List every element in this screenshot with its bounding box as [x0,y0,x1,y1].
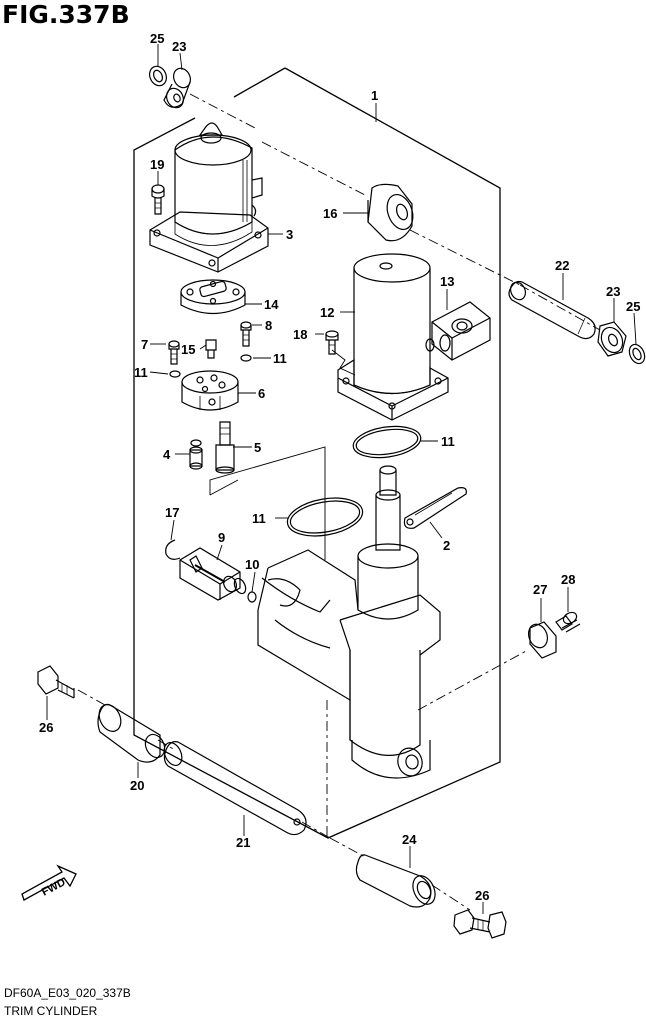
callout-15: 15 [181,342,195,357]
callout-14: 14 [264,297,279,312]
pump-rotor-14 [180,279,246,314]
trim-motor-3 [149,122,269,273]
figure-name: TRIM CYLINDER [4,1004,98,1018]
o-ring-11-left [169,370,181,378]
figure-code: DF60A_E03_020_337B [4,986,131,1000]
bushing-24 [355,854,436,908]
bolt-8 [240,321,252,347]
relief-valve-9 [179,547,241,601]
callout-28: 28 [561,572,575,587]
callout-25-right: 25 [626,299,640,314]
callout-4: 4 [163,447,171,462]
valve-subassembly-boundary [209,349,356,560]
callout-23-right: 23 [606,284,620,299]
bushing-27 [527,621,557,659]
trim-cylinder-body [257,543,441,779]
shaft-21 [163,741,307,836]
callout-13: 13 [440,274,454,289]
callout-24: 24 [402,832,417,847]
callout-8: 8 [265,318,272,333]
callout-11-upper-ring: 11 [441,434,455,449]
plate-2 [403,487,467,529]
bushing-23-top [163,67,191,109]
alignment-lines [77,93,601,911]
callout-7: 7 [141,337,148,352]
callout-labels: 25 23 1 19 16 3 22 13 23 25 14 12 8 18 7… [39,31,640,903]
circlip-17 [165,539,181,560]
callout-27: 27 [533,582,547,597]
callout-19: 19 [150,157,164,172]
o-ring-10 [233,577,247,595]
callout-10: 10 [245,557,259,572]
callout-3: 3 [286,227,293,242]
callout-12: 12 [320,305,334,320]
sleeve-20 [97,703,166,763]
bolt-26-right [453,909,507,939]
callout-17: 17 [165,505,179,520]
check-valve-5 [215,421,235,474]
assembly-boundary [133,67,501,839]
callout-9: 9 [218,530,225,545]
screw-28 [555,611,581,633]
callout-2: 2 [443,538,450,553]
fitting-13 [431,301,491,361]
screw-19 [151,184,165,215]
bushing-23-right [597,321,627,357]
bolt-26-left [37,665,75,699]
reservoir-12 [337,253,449,421]
callout-26-left: 26 [39,720,53,735]
callout-11-lower-ring: 11 [252,511,266,526]
screw-18 [325,330,339,355]
o-ring-11-large-upper [352,425,422,459]
valve-cap-4 [189,439,203,470]
valve-body-6 [181,370,239,411]
valve-15 [205,339,217,359]
callout-23-top: 23 [172,39,186,54]
circlip-25-right [628,343,646,365]
callout-16: 16 [323,206,337,221]
bushing-16 [367,183,414,242]
figure-title: FIG.337B [2,0,130,29]
callout-1: 1 [371,88,378,103]
callout-11-left: 11 [134,365,148,380]
o-ring-11-large-lower [286,497,364,537]
shaft-22 [508,280,596,340]
callout-25-top: 25 [150,31,164,46]
leader-lines [46,44,637,914]
callout-18: 18 [293,327,307,342]
circlip-25-top [149,65,167,87]
callout-21: 21 [236,835,250,850]
callout-5: 5 [254,440,261,455]
bolt-7 [168,340,180,365]
callout-6: 6 [258,386,265,401]
fwd-label: FWD [40,876,68,898]
piston-rod [375,465,401,551]
fwd-direction-arrow: FWD [21,864,77,901]
callout-26-right: 26 [475,888,489,903]
washer-10 [247,591,257,603]
callout-22: 22 [555,258,569,273]
callout-20: 20 [130,778,144,793]
o-ring-11-right [240,354,252,362]
callout-11-right: 11 [273,351,287,366]
